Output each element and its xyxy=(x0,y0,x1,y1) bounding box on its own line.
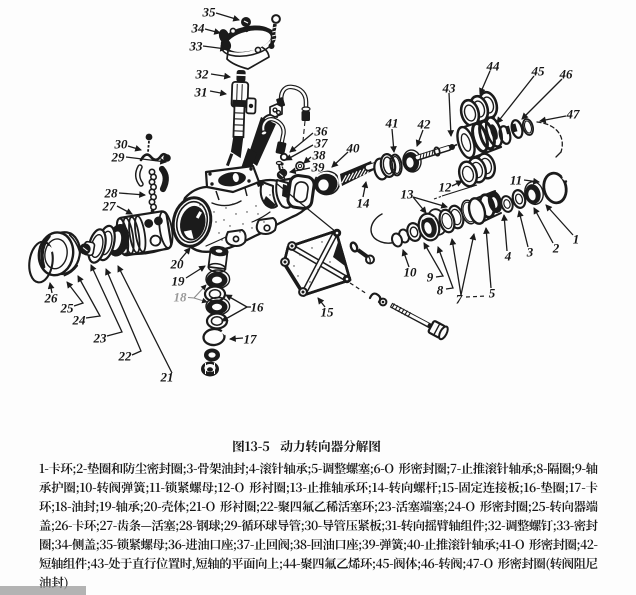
svg-text:46: 46 xyxy=(559,67,574,82)
svg-text:42: 42 xyxy=(417,117,432,132)
svg-text:14: 14 xyxy=(357,196,371,211)
svg-text:22: 22 xyxy=(118,349,133,364)
svg-text:16: 16 xyxy=(251,300,265,315)
svg-text:37: 37 xyxy=(314,136,329,151)
svg-text:32: 32 xyxy=(195,67,210,82)
svg-text:15: 15 xyxy=(321,305,335,320)
svg-text:4: 4 xyxy=(504,249,512,264)
svg-text:43: 43 xyxy=(442,81,457,96)
svg-text:11: 11 xyxy=(510,173,522,188)
svg-text:29: 29 xyxy=(111,150,126,165)
svg-text:12: 12 xyxy=(439,180,453,195)
svg-text:19: 19 xyxy=(172,274,186,289)
svg-text:8: 8 xyxy=(437,283,444,298)
svg-text:24: 24 xyxy=(72,313,87,328)
svg-text:20: 20 xyxy=(170,257,185,272)
svg-text:38: 38 xyxy=(312,148,327,163)
svg-text:26: 26 xyxy=(44,291,59,306)
svg-text:36: 36 xyxy=(314,124,329,139)
svg-text:25: 25 xyxy=(60,301,75,316)
svg-text:23: 23 xyxy=(93,331,108,346)
svg-text:21: 21 xyxy=(160,370,174,385)
svg-text:7: 7 xyxy=(456,292,463,307)
svg-text:18: 18 xyxy=(174,290,188,305)
svg-text:10: 10 xyxy=(404,265,418,280)
svg-text:35: 35 xyxy=(202,5,217,20)
svg-text:3: 3 xyxy=(526,245,534,260)
svg-text:34: 34 xyxy=(191,21,206,36)
svg-text:41: 41 xyxy=(385,116,399,131)
svg-text:9: 9 xyxy=(427,270,434,285)
svg-text:30: 30 xyxy=(114,137,129,152)
svg-text:17: 17 xyxy=(244,332,258,347)
svg-text:27: 27 xyxy=(102,199,117,214)
svg-text:5: 5 xyxy=(489,286,496,301)
svg-text:1: 1 xyxy=(573,232,580,247)
svg-text:40: 40 xyxy=(346,141,361,156)
svg-text:28: 28 xyxy=(104,186,119,201)
svg-text:2: 2 xyxy=(552,241,560,256)
svg-text:47: 47 xyxy=(566,107,581,122)
svg-text:39: 39 xyxy=(311,160,326,175)
svg-text:45: 45 xyxy=(531,64,546,79)
svg-text:33: 33 xyxy=(189,39,204,54)
svg-text:13: 13 xyxy=(401,187,415,202)
svg-text:31: 31 xyxy=(194,85,208,100)
svg-text:44: 44 xyxy=(486,59,501,74)
